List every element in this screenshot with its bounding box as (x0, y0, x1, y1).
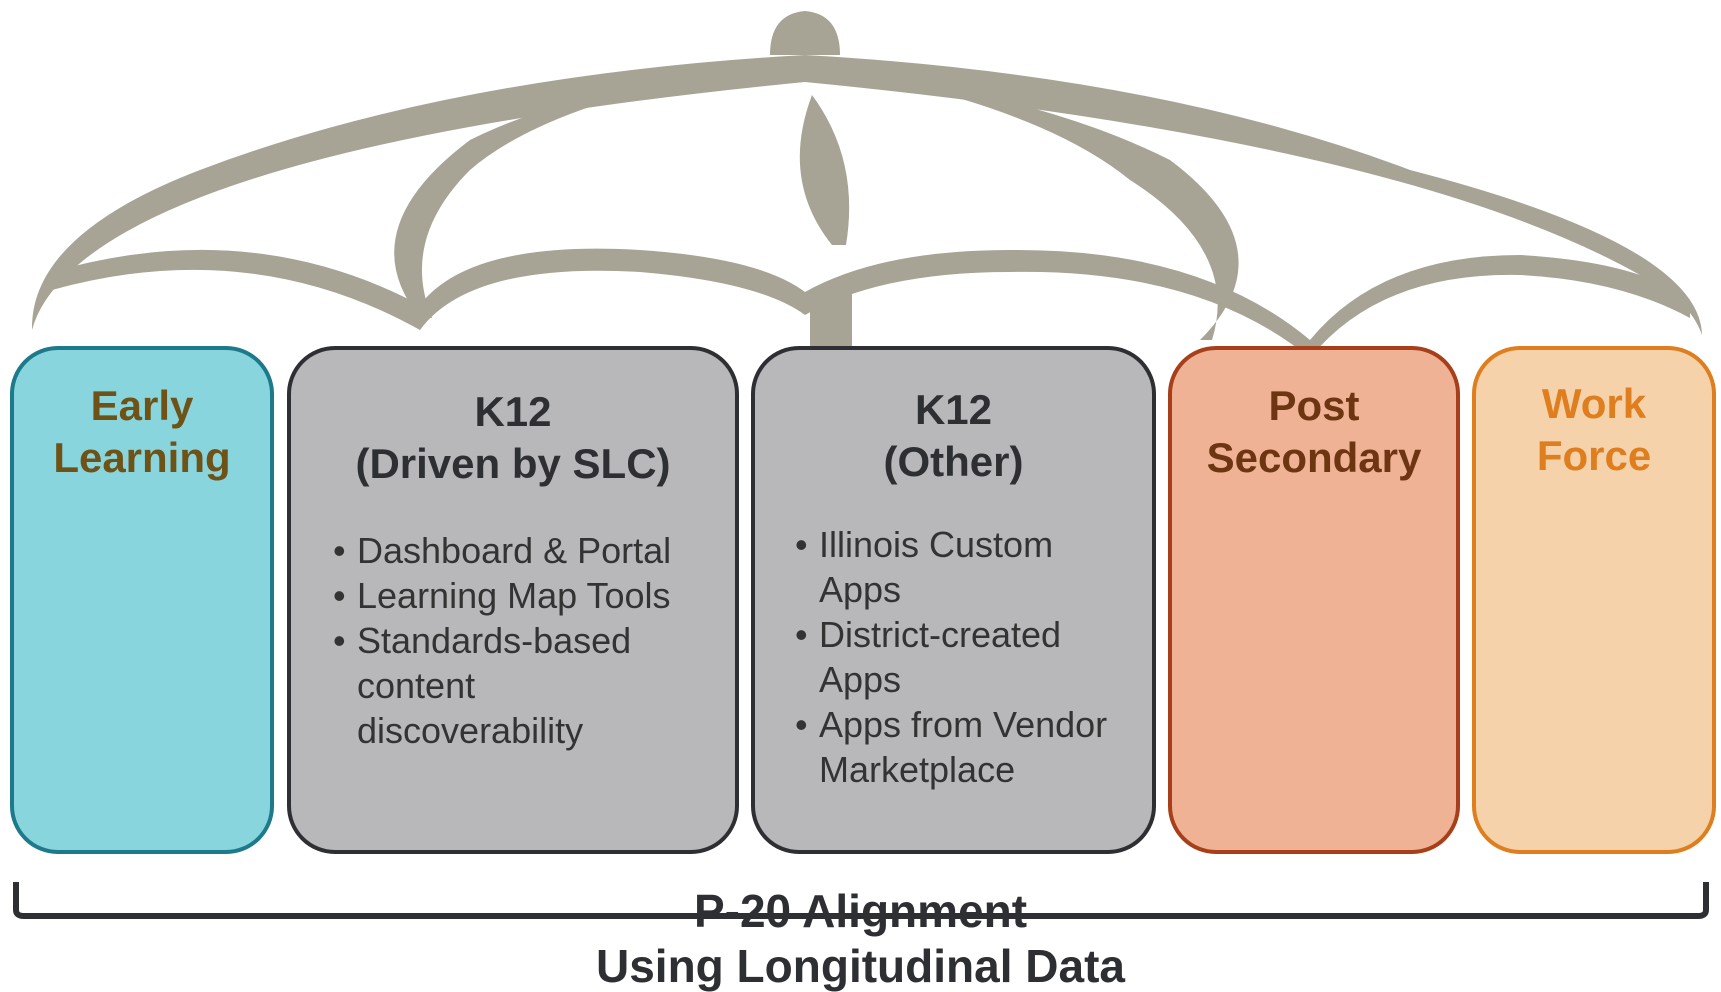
k12-slc-title-line1: K12 (474, 388, 552, 435)
early-learning-title-line2: Learning (53, 434, 231, 481)
work-force-title-line1: Work (1541, 380, 1647, 427)
umbrella-rib-right (880, 78, 1239, 340)
post-secondary-title: Post Secondary (1172, 380, 1456, 484)
early-learning-title-line1: Early (90, 382, 194, 429)
p20-bracket (13, 882, 1709, 919)
k12-slc-title: K12 (Driven by SLC) (291, 386, 735, 490)
p20-alignment-label: P-20 Alignment (693, 885, 1028, 937)
umbrella-stem (810, 290, 852, 346)
longitudinal-data-label: Using Longitudinal Data (596, 940, 1125, 992)
k12-other-box: K12 (Other) Illinois Custom Apps Distric… (751, 346, 1156, 854)
work-force-title: Work Force (1476, 378, 1712, 482)
early-learning-box: Early Learning (10, 346, 274, 854)
k12-other-title-line1: K12 (914, 386, 993, 433)
list-item: Dashboard & Portal (333, 528, 733, 573)
early-learning-title: Early Learning (14, 380, 270, 484)
list-item: Standards-based content discoverability (333, 618, 657, 753)
work-force-title-line2: Force (1536, 432, 1652, 479)
post-secondary-title-line2: Secondary (1206, 434, 1422, 481)
list-item: Learning Map Tools (333, 573, 733, 618)
list-item: Illinois Custom Apps (795, 522, 1079, 612)
k12-slc-bullet-list: Dashboard & Portal Learning Map Tools St… (333, 528, 733, 753)
work-force-box: Work Force (1472, 346, 1716, 854)
umbrella-knob (770, 11, 840, 55)
umbrella-rim (52, 248, 1690, 358)
list-item: Apps from Vendor Marketplace (795, 702, 1139, 792)
list-item: District-created Apps (795, 612, 1099, 702)
k12-slc-box: K12 (Driven by SLC) Dashboard & Portal L… (287, 346, 739, 854)
post-secondary-box: Post Secondary (1168, 346, 1460, 854)
k12-other-bullet-list: Illinois Custom Apps District-created Ap… (795, 522, 1155, 792)
post-secondary-title-line1: Post (1268, 382, 1360, 429)
umbrella-canopy (31, 55, 1703, 335)
k12-slc-title-line2: (Driven by SLC) (355, 440, 671, 487)
k12-other-title-line2: (Other) (883, 438, 1024, 485)
umbrella-graphic (31, 11, 1703, 358)
k12-other-title: K12 (Other) (755, 384, 1152, 488)
umbrella-center-rib (799, 95, 850, 245)
